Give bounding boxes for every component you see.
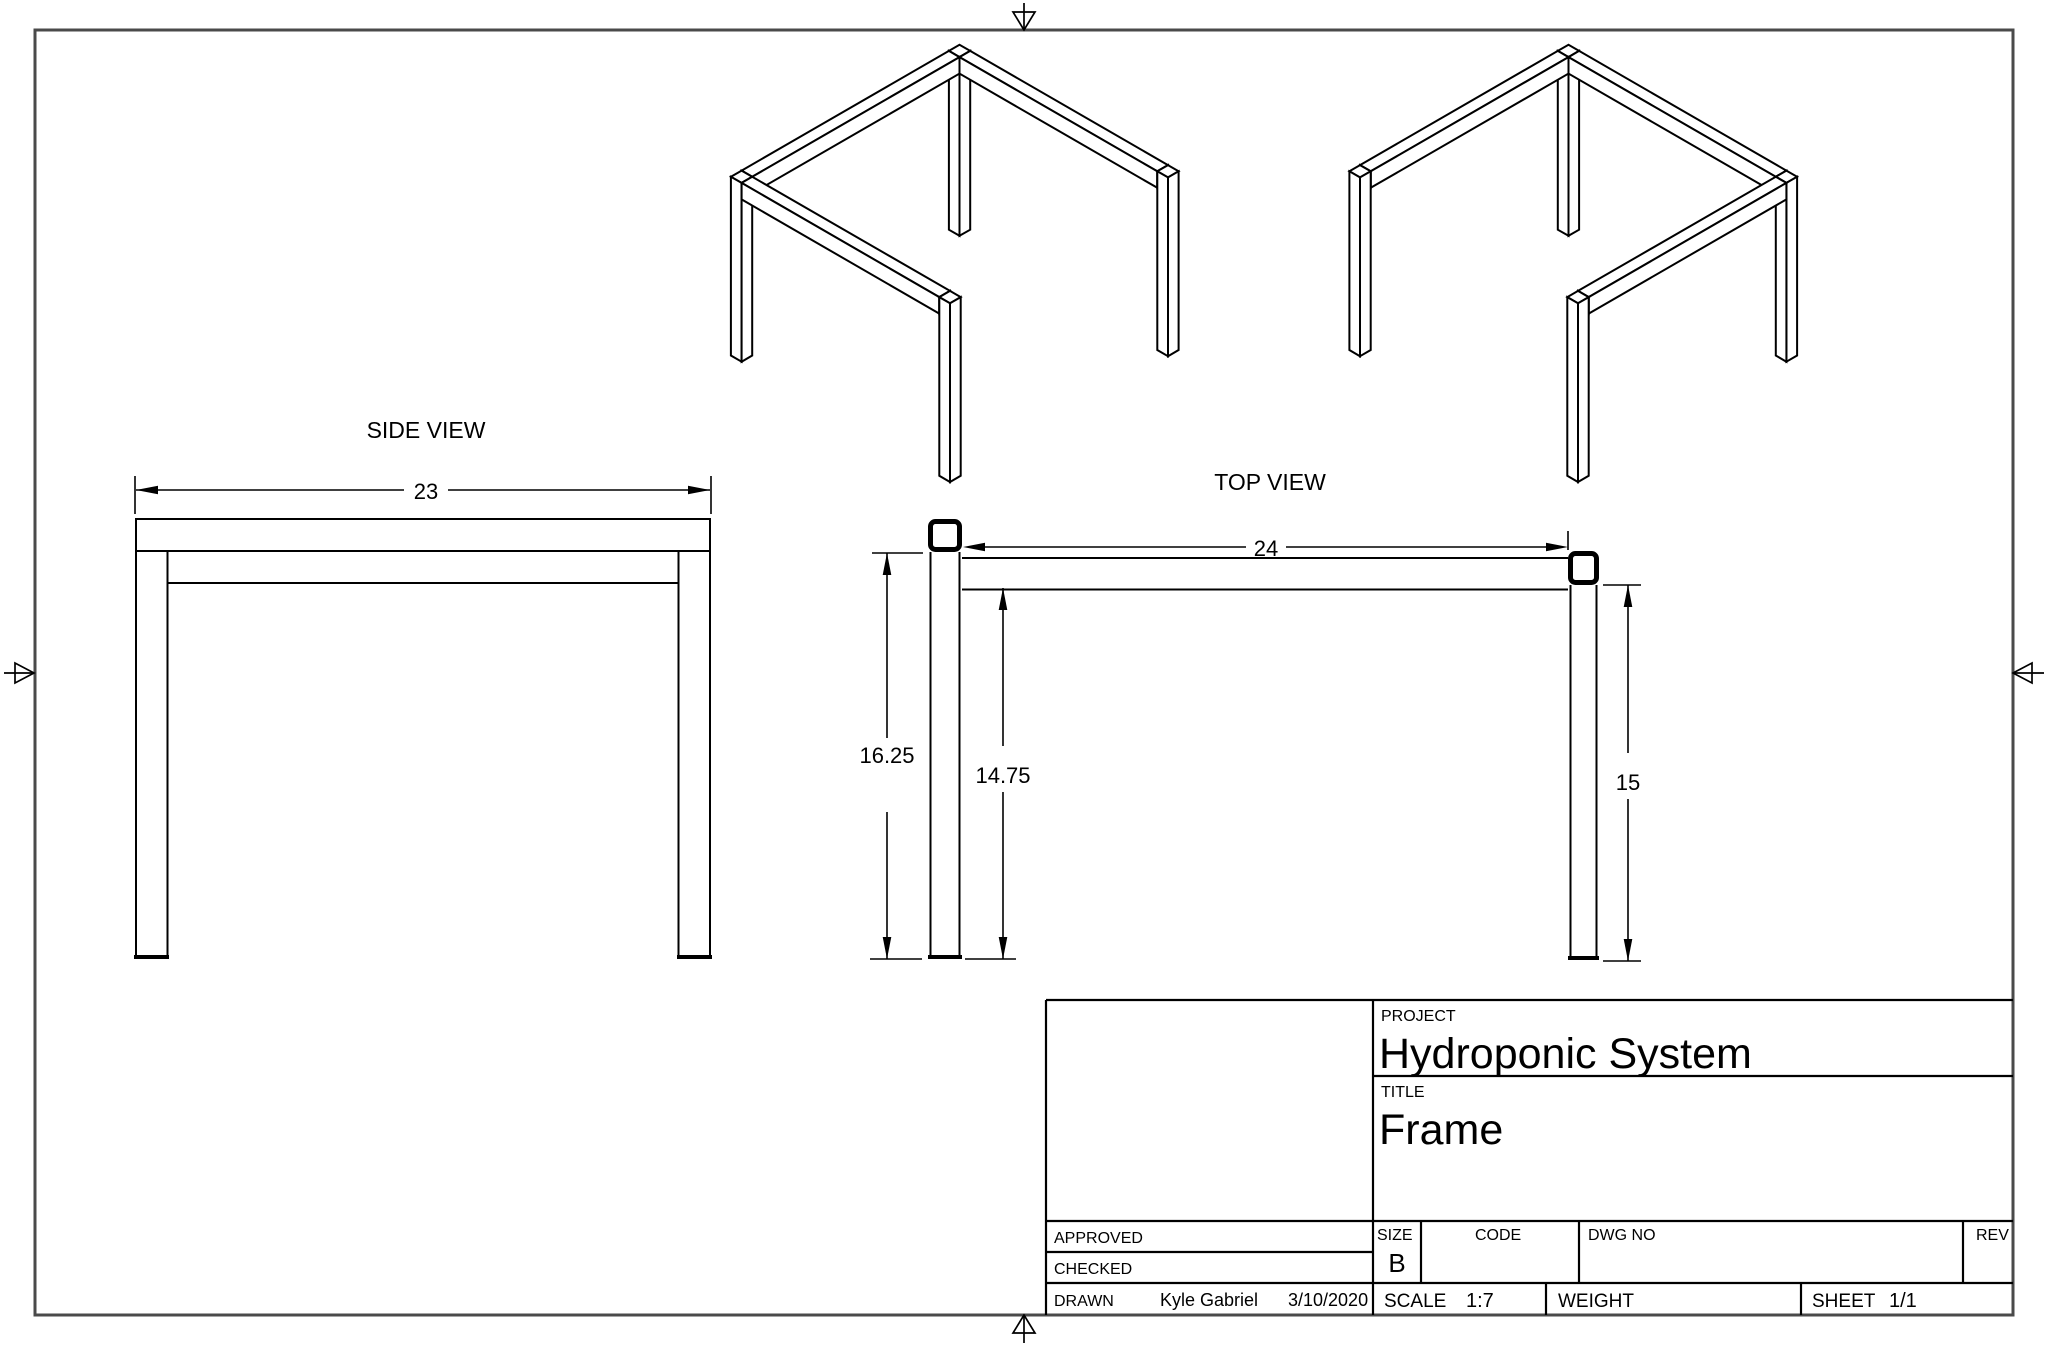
dimension-text: 24 — [1254, 536, 1278, 561]
iso-face — [1576, 175, 1789, 299]
arrowhead-right — [1546, 542, 1568, 552]
approved-label: APPROVED — [1054, 1230, 1143, 1247]
iso-face — [1785, 175, 1799, 364]
code-label: CODE — [1475, 1227, 1521, 1244]
iso-face — [1359, 169, 1372, 358]
iso-face — [729, 175, 743, 364]
iso-face — [1369, 55, 1570, 190]
center-mark-bottom — [1011, 1313, 1037, 1343]
dimension-text: 16.25 — [859, 743, 914, 768]
project-value: Hydroponic System — [1379, 1030, 1752, 1078]
iso-face — [1587, 181, 1788, 316]
iso-face — [1358, 49, 1571, 173]
iso-face — [751, 55, 961, 196]
arrowhead-down — [1623, 939, 1633, 961]
size-label: SIZE — [1377, 1227, 1413, 1244]
dimension-inner-14-75: 14.75 — [965, 588, 1031, 960]
iso-face — [1167, 169, 1180, 358]
dimension-right-leg-15: 15 — [1603, 584, 1641, 962]
dimension-text: 15 — [1616, 770, 1640, 795]
iso-face — [740, 181, 941, 316]
arrowhead-down — [998, 937, 1008, 959]
weight-label: WEIGHT — [1558, 1291, 1634, 1312]
iso-face — [957, 49, 1170, 173]
arrowhead-right — [688, 485, 710, 495]
title-value: Frame — [1379, 1106, 1503, 1154]
drawn-label: DRAWN — [1054, 1293, 1114, 1310]
drawn-date-value: 3/10/2020 — [1288, 1290, 1368, 1310]
iso-face — [739, 49, 962, 178]
iso-face — [938, 295, 951, 484]
arrowhead-up — [882, 553, 892, 575]
arrowhead-up — [1623, 585, 1633, 607]
dimension-width-24: 24 — [963, 531, 1569, 561]
dimension-width-23: 23 — [134, 476, 712, 514]
center-mark-top — [1011, 3, 1037, 32]
top-view: TOP VIEW 24 16.25 — [859, 469, 1641, 962]
iso-face — [1577, 295, 1590, 484]
title-label: TITLE — [1381, 1084, 1425, 1101]
checked-label: CHECKED — [1054, 1261, 1132, 1278]
isometric-view-left — [728, 43, 1181, 484]
top-view-label: TOP VIEW — [1214, 469, 1326, 495]
dwg-no-label: DWG NO — [1588, 1227, 1656, 1244]
scale-value: 1:7 — [1466, 1290, 1494, 1312]
center-mark-right — [2011, 661, 2044, 685]
iso-face — [1566, 295, 1579, 484]
project-label: PROJECT — [1381, 1008, 1456, 1025]
arrowhead-down — [882, 937, 892, 959]
iso-face — [949, 295, 962, 484]
iso-face — [739, 175, 952, 299]
side-view: SIDE VIEW 23 — [134, 417, 712, 959]
iso-face — [1156, 169, 1169, 358]
sheet-label: SHEET — [1812, 1291, 1876, 1312]
iso-face — [958, 55, 1159, 190]
arrowhead-left — [963, 542, 985, 552]
top-view-right-post — [1568, 551, 1599, 585]
rev-label: REV — [1976, 1227, 2009, 1244]
top-view-left-post — [928, 519, 962, 552]
size-value: B — [1388, 1248, 1405, 1278]
arrowhead-left — [136, 485, 158, 495]
iso-face — [1348, 169, 1361, 358]
isometric-view-right — [1347, 43, 1800, 484]
scale-label: SCALE — [1384, 1291, 1446, 1312]
sheet-number-value: 1/1 — [1889, 1290, 1917, 1312]
dimension-text: 23 — [414, 479, 438, 504]
side-view-label: SIDE VIEW — [367, 417, 486, 443]
iso-face — [1567, 55, 1777, 196]
dimension-left-leg-16-25: 16.25 — [859, 552, 923, 960]
iso-face — [1566, 49, 1789, 178]
center-mark-left — [4, 661, 36, 685]
arrowhead-up — [998, 588, 1008, 610]
drawn-by-value: Kyle Gabriel — [1160, 1290, 1258, 1310]
dimension-text: 14.75 — [975, 763, 1030, 788]
title-block: PROJECT Hydroponic System TITLE Frame AP… — [1044, 998, 2013, 1315]
